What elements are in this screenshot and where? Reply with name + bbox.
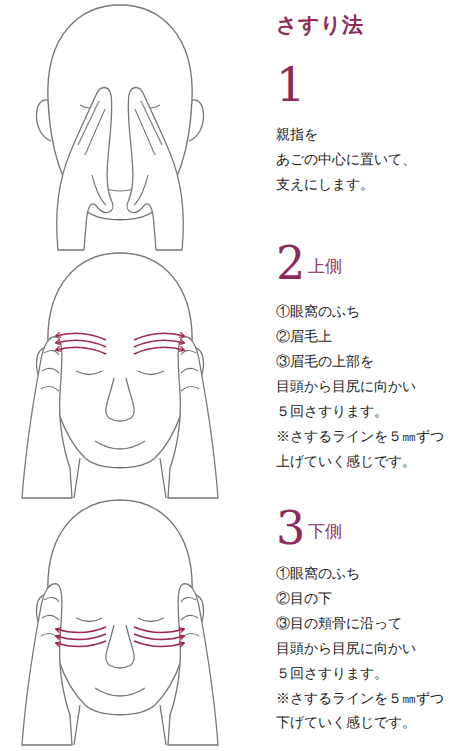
arrow — [56, 634, 106, 640]
hand — [168, 337, 218, 498]
instruction-line: あごの中心に置いて、 — [276, 151, 416, 168]
instruction-line: ５回さすります。 — [276, 403, 388, 420]
arrow — [56, 347, 106, 354]
title: さすり法 — [276, 12, 363, 37]
note-line: 下げていく感じです。 — [276, 714, 416, 731]
step-number: 1 — [276, 62, 305, 108]
face-3 — [22, 500, 218, 745]
step-number: 3 — [276, 505, 305, 551]
instruction-line: ５回さすります。 — [276, 665, 388, 682]
arrow — [134, 627, 184, 633]
hand — [57, 88, 113, 251]
arrow — [56, 641, 106, 647]
step-heading: 下側 — [308, 521, 342, 541]
instruction-line: ②目の下 — [276, 590, 332, 607]
instruction-line: 支えにします。 — [276, 176, 374, 193]
arrow — [134, 333, 184, 340]
arrow — [134, 641, 184, 647]
arrow — [134, 340, 184, 347]
arrow — [134, 634, 184, 640]
head — [36, 5, 203, 250]
instruction-line: 目頭から目尻に向かい — [276, 640, 416, 657]
arrow — [56, 627, 106, 633]
note-line: ※さするラインを５㎜ずつ — [276, 690, 444, 707]
face-features — [76, 618, 164, 696]
instruction-line: ③眉毛の上部を — [276, 353, 374, 370]
face-2 — [22, 253, 218, 498]
stroke-arrows — [56, 333, 184, 354]
face-1 — [36, 5, 203, 250]
instruction-line: ②眉毛上 — [276, 328, 332, 345]
face-features — [76, 371, 164, 449]
note-line: 上げていく感じです。 — [276, 453, 416, 470]
instruction-line: 親指を — [276, 126, 318, 143]
hand — [168, 584, 218, 745]
arrow — [56, 340, 106, 347]
instruction-line: 目頭から目尻に向かい — [276, 378, 416, 395]
step-heading: 上側 — [308, 256, 342, 276]
instruction-line: ①眼窩のふち — [276, 565, 360, 582]
step-number: 2 — [276, 240, 305, 286]
hand — [127, 88, 183, 251]
hand — [22, 584, 72, 745]
hand — [22, 337, 72, 498]
arrow — [134, 347, 184, 354]
instruction-line: ①眼窩のふち — [276, 303, 360, 320]
stroke-arrows — [56, 627, 184, 647]
instruction-line: ③目の頬骨に沿って — [276, 615, 402, 632]
note-line: ※さするラインを５㎜ずつ — [276, 428, 444, 445]
arrow — [56, 333, 106, 340]
